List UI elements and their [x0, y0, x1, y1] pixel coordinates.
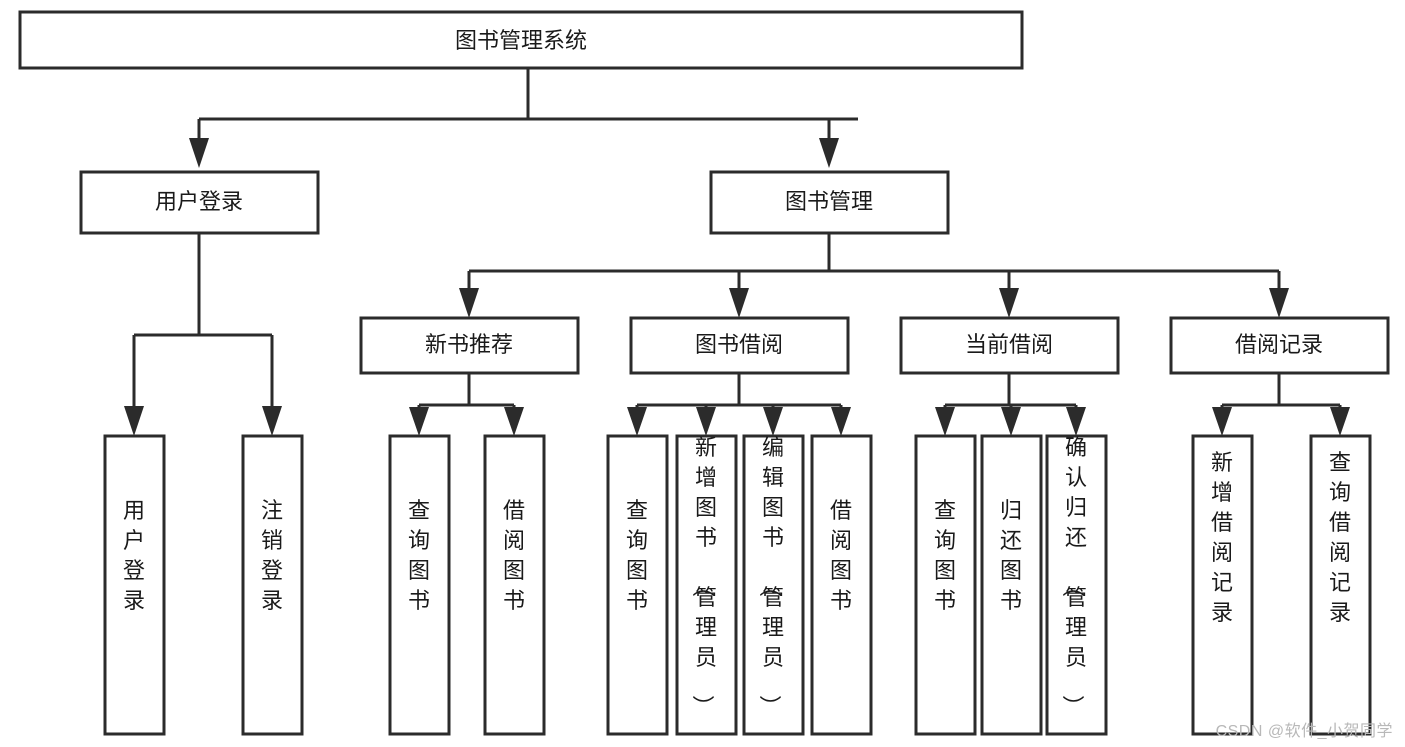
- leaf-user-login-1[interactable]: 注销登录: [241, 434, 304, 736]
- arrow-head-bookborrow-leaf-3: [831, 407, 851, 436]
- node-book-management-label: 图书管理: [785, 189, 873, 214]
- arrow-head-bookborrow-leaf-1: [696, 407, 716, 436]
- arrow-head-bookborrow-leaf-2: [763, 407, 783, 436]
- leaf-user-login-0-label: 用户登录: [123, 498, 145, 613]
- node-new-book-recommend[interactable]: 新书推荐: [359, 316, 580, 375]
- leaf-book-borrow-0[interactable]: 查询图书: [606, 434, 669, 736]
- connector-group-new-book: [409, 373, 524, 436]
- leaf-borrow-record-1-box[interactable]: [1309, 434, 1372, 736]
- node-borrow-record-label: 借阅记录: [1235, 332, 1323, 357]
- leaf-new-book-0-box[interactable]: [388, 434, 451, 736]
- arrow-head-userlogin-leaf-1: [262, 406, 282, 436]
- arrow-head-level2-3: [1269, 288, 1289, 318]
- arrow-head-borrowrecord-leaf-1: [1330, 407, 1350, 436]
- arrow-head-currentborrow-leaf-1: [1001, 407, 1021, 436]
- leaf-borrow-record-0[interactable]: 新增借阅记录: [1191, 434, 1254, 736]
- arrow-head-currentborrow-leaf-2: [1066, 407, 1086, 436]
- arrow-head-level2-2: [999, 288, 1019, 318]
- leaf-new-book-0[interactable]: 查询图书: [388, 434, 451, 736]
- leaf-book-borrow-3[interactable]: 借阅图书: [810, 434, 873, 736]
- node-root-box[interactable]: [18, 10, 1024, 70]
- leaf-current-borrow-1-box[interactable]: [980, 434, 1043, 736]
- node-root-label: 图书管理系统: [455, 28, 587, 53]
- leaf-user-login-1-box[interactable]: [241, 434, 304, 736]
- arrow-head-userlogin-leaf-0: [124, 406, 144, 436]
- node-book-management-box[interactable]: [709, 170, 950, 235]
- node-book-borrow-label: 图书借阅: [695, 332, 783, 357]
- node-borrow-record-box[interactable]: [1169, 316, 1390, 375]
- leaf-borrow-record-0-box[interactable]: [1191, 434, 1254, 736]
- connector-group-book-management: [459, 233, 1289, 318]
- arrow-head-bookmgmt: [819, 138, 839, 168]
- arrow-head-level2-0: [459, 288, 479, 318]
- leaf-new-book-1-box[interactable]: [483, 434, 546, 736]
- arrow-head-borrowrecord-leaf-0: [1212, 407, 1232, 436]
- connector-group-borrow-record: [1212, 373, 1350, 436]
- leaf-current-borrow-1-label: 归还图书: [1000, 498, 1022, 613]
- leaf-user-login-0[interactable]: 用户登录: [103, 434, 166, 736]
- leaf-current-borrow-0[interactable]: 查询图书: [914, 434, 977, 736]
- leaf-book-borrow-2[interactable]: 编辑图书（管理员）: [742, 434, 805, 736]
- leaf-book-borrow-1-label: 新增图书（管理员）: [690, 435, 717, 717]
- node-user-login-box[interactable]: [79, 170, 320, 235]
- connector-group-root: [189, 68, 858, 168]
- leaf-new-book-1[interactable]: 借阅图书: [483, 434, 546, 736]
- arrow-head-newbook-leaf-0: [409, 407, 429, 436]
- node-root[interactable]: 图书管理系统: [18, 10, 1024, 70]
- leaf-book-borrow-3-label: 借阅图书: [830, 498, 852, 613]
- leaf-user-login-1-label: 注销登录: [261, 498, 283, 613]
- leaf-borrow-record-0-label: 新增借阅记录: [1211, 450, 1233, 625]
- leaf-current-borrow-0-box[interactable]: [914, 434, 977, 736]
- leaf-current-borrow-2-box[interactable]: [1045, 434, 1108, 736]
- node-user-login[interactable]: 用户登录: [79, 170, 320, 235]
- node-book-borrow-box[interactable]: [629, 316, 850, 375]
- leaf-book-borrow-0-label: 查询图书: [626, 498, 648, 613]
- leaf-current-borrow-2[interactable]: 确认归还（管理员）: [1045, 434, 1108, 736]
- arrow-head-level2-1: [729, 288, 749, 318]
- leaf-user-login-0-box[interactable]: [103, 434, 166, 736]
- leaf-book-borrow-3-box[interactable]: [810, 434, 873, 736]
- node-current-borrow-label: 当前借阅: [965, 332, 1053, 357]
- node-current-borrow-box[interactable]: [899, 316, 1120, 375]
- arrow-head-newbook-leaf-1: [504, 407, 524, 436]
- connector-group-user-login: [124, 233, 282, 436]
- arrow-head-userlogin: [189, 138, 209, 168]
- connector-group-book-borrow: [627, 373, 851, 436]
- arrow-head-bookborrow-leaf-0: [627, 407, 647, 436]
- leaf-borrow-record-1[interactable]: 查询借阅记录: [1309, 434, 1372, 736]
- leaf-current-borrow-2-label: 确认归还（管理员）: [1060, 435, 1087, 717]
- node-borrow-record[interactable]: 借阅记录: [1169, 316, 1390, 375]
- leaf-book-borrow-2-label: 编辑图书（管理员）: [757, 435, 784, 717]
- node-book-management[interactable]: 图书管理: [709, 170, 950, 235]
- leaf-new-book-1-label: 借阅图书: [503, 498, 525, 613]
- leaf-new-book-0-label: 查询图书: [408, 498, 430, 613]
- connector-group-current-borrow: [935, 373, 1086, 436]
- node-current-borrow[interactable]: 当前借阅: [899, 316, 1120, 375]
- leaf-book-borrow-2-box[interactable]: [742, 434, 805, 736]
- leaf-borrow-record-1-label: 查询借阅记录: [1329, 450, 1351, 625]
- csdn-watermark: CSDN @软件_小贺同学: [1215, 723, 1393, 740]
- leaf-book-borrow-0-box[interactable]: [606, 434, 669, 736]
- node-new-book-recommend-box[interactable]: [359, 316, 580, 375]
- node-book-borrow[interactable]: 图书借阅: [629, 316, 850, 375]
- leaf-current-borrow-0-label: 查询图书: [934, 498, 956, 613]
- leaf-book-borrow-1[interactable]: 新增图书（管理员）: [675, 434, 738, 736]
- arrow-head-currentborrow-leaf-0: [935, 407, 955, 436]
- leaf-book-borrow-1-box[interactable]: [675, 434, 738, 736]
- node-new-book-recommend-label: 新书推荐: [425, 332, 513, 357]
- leaf-current-borrow-1[interactable]: 归还图书: [980, 434, 1043, 736]
- node-user-login-label: 用户登录: [155, 189, 243, 214]
